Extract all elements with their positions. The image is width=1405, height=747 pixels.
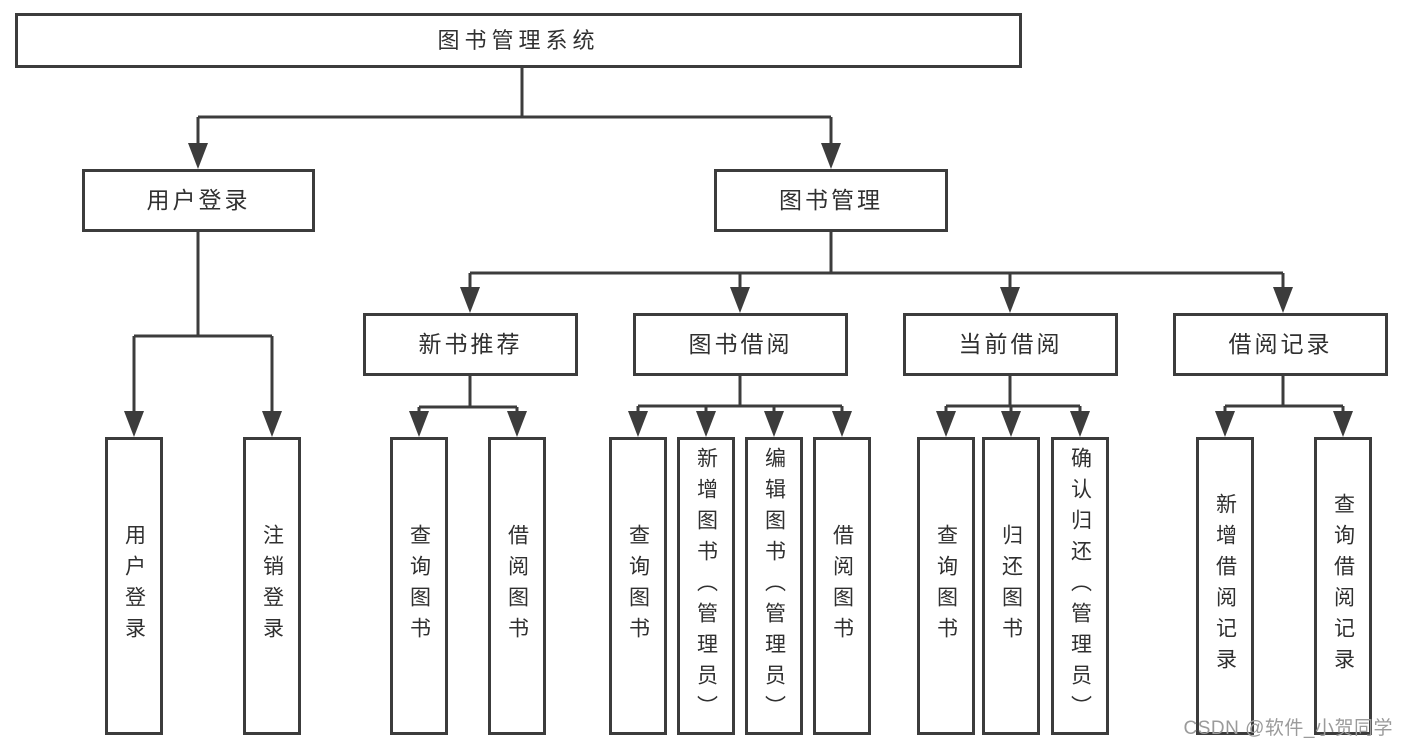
leaf-edit-book-admin: 编辑图书（管理员）	[745, 437, 803, 735]
node-borrow-records: 借阅记录	[1173, 313, 1388, 376]
leaf-borrow-books: 借阅图书	[813, 437, 871, 735]
leaf-logout: 注销登录	[243, 437, 301, 735]
node-book-borrow: 图书借阅	[633, 313, 848, 376]
node-book-management: 图书管理	[714, 169, 948, 232]
node-new-book-recommend: 新书推荐	[363, 313, 578, 376]
leaf-query-books-current: 查询图书	[917, 437, 975, 735]
leaf-user-login: 用户登录	[105, 437, 163, 735]
leaf-query-books-recommend: 查询图书	[390, 437, 448, 735]
leaf-query-borrow-record: 查询借阅记录	[1314, 437, 1372, 735]
leaf-return-book: 归还图书	[982, 437, 1040, 735]
leaf-query-books-borrow: 查询图书	[609, 437, 667, 735]
node-root-system: 图书管理系统	[15, 13, 1022, 68]
leaf-borrow-books-recommend: 借阅图书	[488, 437, 546, 735]
node-user-login: 用户登录	[82, 169, 315, 232]
node-current-borrow: 当前借阅	[903, 313, 1118, 376]
leaf-confirm-return-admin: 确认归还（管理员）	[1051, 437, 1109, 735]
leaf-add-borrow-record: 新增借阅记录	[1196, 437, 1254, 735]
csdn-watermark: CSDN @软件_小贺同学	[1183, 718, 1393, 739]
leaf-add-book-admin: 新增图书（管理员）	[677, 437, 735, 735]
